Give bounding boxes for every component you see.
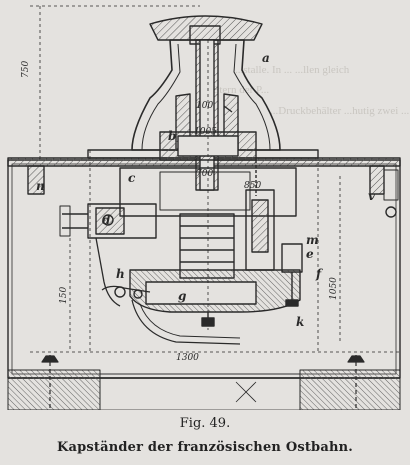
foundation-bolt-left (41, 355, 59, 410)
part-label-h: h (116, 267, 125, 281)
part-letters: a b c d e f g h k m n v (36, 51, 376, 329)
foundation-pit (7, 159, 401, 410)
dim-150: 150 (59, 287, 69, 304)
dim-750: 750 (21, 61, 31, 78)
drive-mechanism (59, 160, 303, 345)
part-label-k: k (296, 315, 304, 329)
part-label-g: g (178, 289, 186, 303)
part-label-n: n (36, 179, 45, 193)
capstan-technical-drawing: 750 100 1005 700 850 150 1050 1300 a b c… (7, 5, 401, 410)
part-label-d: d (102, 213, 111, 227)
dim-1005: 1005 (194, 127, 217, 137)
part-label-v: v (368, 189, 376, 203)
figure-caption: Kapständer der französischen Ostbahn. (56, 440, 354, 455)
dim-850: 850 (244, 181, 261, 191)
bleed-through-line: ...stalle. In ... ...llen gleich (235, 64, 350, 76)
foundation-bolt-right (347, 355, 365, 410)
dim-1050: 1050 (329, 277, 339, 300)
bleed-through-line: ...Stern der P... (205, 84, 270, 96)
part-label-f: f (315, 267, 323, 281)
part-label-e: e (306, 247, 314, 261)
dimension-labels: 750 100 1005 700 850 150 1050 1300 (21, 61, 339, 363)
dim-1300: 1300 (176, 353, 199, 363)
reference-marks (235, 381, 257, 403)
figure-number: Fig. 49. (179, 416, 231, 431)
dim-100: 100 (196, 101, 213, 111)
dim-700: 700 (196, 169, 213, 179)
part-label-c: c (128, 171, 136, 185)
dimension-lines (30, 5, 400, 353)
part-label-m: m (306, 233, 319, 247)
part-label-b: b (168, 129, 176, 143)
part-label-a: a (262, 51, 270, 65)
bleed-through-line: ...Druckbehälter ...hutig zwei ... (270, 105, 410, 117)
